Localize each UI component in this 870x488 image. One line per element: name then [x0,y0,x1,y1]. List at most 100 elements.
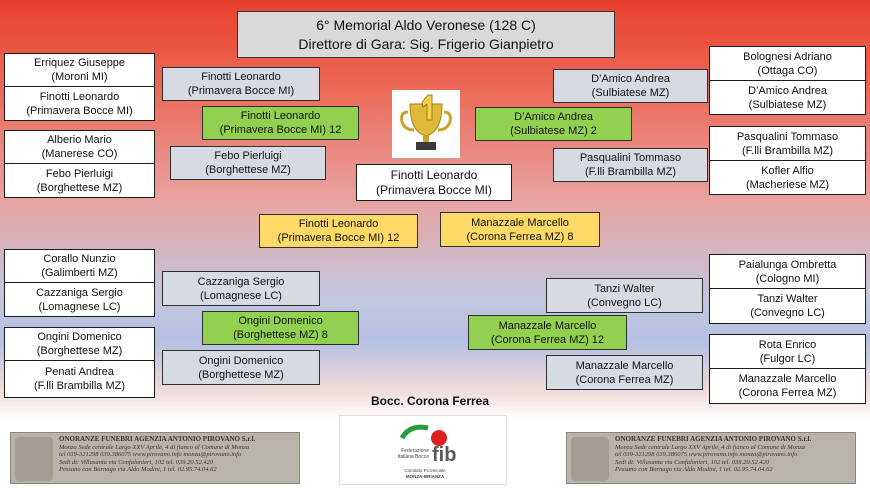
player-club: (F.lli Brambilla MZ) [741,144,834,157]
player-club: (Primavera Bocce MI) [26,104,133,117]
left-r1-slot-1: Erriquez Giuseppe (Moroni MI) [4,53,155,87]
player-club: (Borghettese MZ) [36,345,123,357]
right-r2-slot-3: Tanzi Walter (Convegno LC) [546,278,703,313]
player-name: Manazzale Marcello [738,373,837,385]
sponsor-line: tel 039-321298 039.386075 www.pirovano.i… [59,451,242,459]
player-name: Cazzaniga Sergio [197,275,285,288]
player-club: (Corona Ferrea MZ) [738,387,837,399]
left-qf-winner-2: Ongini Domenico (Borghettese MZ) 8 [202,311,359,345]
player-name: D’Amico Andrea [748,84,827,97]
player-name: Finotti Leonardo [39,90,120,103]
player-club: (Primavera Bocce MI) [187,85,295,97]
right-r1-slot-3: Pasqualini Tommaso (F.lli Brambilla MZ) [709,126,866,161]
left-r1-slot-2: Finotti Leonardo (Primavera Bocce MI) [4,86,155,121]
left-r1-slot-3: Alberio Mario (Manerese CO) [4,130,155,164]
sponsor-line: Pessano con Bornago via Aldo Modini, 1 t… [615,466,773,474]
right-qf-winner-1: D’Amico Andrea (Sulbiatese MZ) 2 [475,107,632,141]
final-slot-right: Manazzale Marcello (Corona Ferrea MZ) 8 [440,212,600,247]
left-qf-winner-1: Finotti Leonardo (Primavera Bocce MI) 12 [202,106,359,140]
right-r1-slot-2: D’Amico Andrea (Sulbiatese MZ) [709,80,866,115]
player-club: (Corona Ferrea MZ) 12 [490,333,605,346]
player-club: (Ottaga CO) [757,64,818,77]
right-r2-slot-1: D’Amico Andrea (Sulbiatese MZ) [553,69,708,103]
player-club: (Moroni MI) [51,71,108,83]
player-name: Finotti Leonardo [298,218,379,230]
player-club: (Corona Ferrea MZ) 8 [466,230,574,243]
race-director: Direttore di Gara: Sig. Frigerio Gianpie… [298,35,554,52]
player-club: (Cologno MI) [755,272,820,285]
fib-committee-line: Comitato Provinciale [404,468,446,473]
right-r1-slot-5: Paialunga Ombretta (Cologno MI) [709,254,866,289]
player-club: (Sulbiatese MZ) [748,98,827,111]
player-name: Ongini Domenico [238,315,323,327]
left-r1-slot-8: Penati Andrea (F.lli Brambilla MZ) [4,360,155,398]
trophy-icon [392,90,460,158]
player-name: Tanzi Walter [757,293,818,305]
player-name: Finotti Leonardo [240,110,321,122]
player-name: D’Amico Andrea [514,111,593,123]
sponsor-title: ONORANZE FUNEBRI AGENZIA ANTONIO PIROVAN… [59,435,256,443]
player-name: Manazzale Marcello [498,319,597,332]
fib-committee: Comitato Provinciale MONZA-BRIANZA [390,468,460,479]
left-r1-slot-7: Ongini Domenico (Borghettese MZ) [4,327,155,361]
player-name: Tanzi Walter [594,282,655,295]
player-name: Penati Andrea [44,366,115,378]
player-club: (Borghettese MZ) [36,181,123,194]
sponsor-ad-right: ONORANZE FUNEBRI AGENZIA ANTONIO PIROVAN… [566,432,856,484]
player-club: (Primavera Bocce MI) 12 [219,124,342,136]
champion-box: Finotti Leonardo (Primavera Bocce MI) [356,164,512,201]
player-name: Erriquez Giuseppe [33,57,126,69]
fib-caption-line: Italiana Bocce [397,454,429,460]
player-club: (Convegno LC) [750,307,825,319]
player-club: (Macheriese MZ) [745,178,830,191]
player-name: Cazzaniga Sergio [36,286,123,299]
player-name: Corallo Nunzio [43,253,116,265]
sponsor-text: ONORANZE FUNEBRI AGENZIA ANTONIO PIROVAN… [615,435,851,474]
sponsor-line: Pessano con Bornago via Aldo Modini, 1 t… [59,466,217,474]
player-club: (Borghettese MZ) [198,368,284,381]
player-club: (Sulbiatese MZ) 2 [510,125,597,137]
player-name: Finotti Leonardo [201,71,281,83]
left-r1-slot-6: Cazzaniga Sergio (Lomagnese LC) [4,282,155,317]
player-club: (Galimberti MZ) [41,267,118,279]
crest-icon [571,437,609,481]
tournament-title: 6° Memorial Aldo Veronese (128 C) [316,16,536,33]
player-club: (Lomagnese LC) [200,289,282,302]
fib-committee-line: MONZA-BRIANZA [405,473,445,479]
sponsor-text: ONORANZE FUNEBRI AGENZIA ANTONIO PIROVAN… [59,435,295,474]
right-r2-slot-2: Pasqualini Tommaso (F.lli Brambilla MZ) [553,148,708,182]
player-club: (Primavera Bocce MI) 12 [277,232,400,244]
sponsor-line: Monza Sede centrale Largo XXV Aprile, 4 … [615,443,805,451]
player-club: (Convegno LC) [587,296,662,309]
right-r1-slot-8: Manazzale Marcello (Corona Ferrea MZ) [709,368,866,404]
player-name: Febo Pierluigi [45,167,114,180]
left-r1-slot-4: Febo Pierluigi (Borghettese MZ) [4,163,155,198]
fib-wordmark: fib [432,444,457,466]
host-club-label: Bocc. Corona Ferrea [370,394,490,408]
player-name: Febo Pierluigi [214,150,282,162]
fib-caption-line: Federazione [401,448,429,454]
player-club: (F.lli Brambilla MZ) [33,380,126,392]
champion-club: (Primavera Bocce MI) [375,182,493,197]
crest-icon [15,437,53,481]
sponsor-ad-left: ONORANZE FUNEBRI AGENZIA ANTONIO PIROVAN… [10,432,300,484]
player-club: (F.lli Brambilla MZ) [584,166,677,178]
left-r2-slot-2: Febo Pierluigi (Borghettese MZ) [170,146,326,180]
sponsor-line: Sedi di: Villasanta via Confalonieri, 10… [59,458,214,466]
left-r2-slot-1: Finotti Leonardo (Primavera Bocce MI) [162,67,320,101]
player-name: Bolognesi Adriano [743,50,832,63]
champion-name: Finotti Leonardo [390,167,478,182]
player-club: (Borghettese MZ) [205,164,291,176]
sponsor-line: Sedi di: Villasanta via Confalonieri, 10… [615,458,770,466]
fib-logo: fib Federazione Italiana Bocce Comitato … [339,415,507,485]
player-name: Rota Enrico [758,338,817,351]
player-club: (Corona Ferrea MZ) [575,373,674,386]
sponsor-line: tel 039-321298 039.386075 www.pirovano.i… [615,451,798,459]
player-name: Paialunga Ombretta [738,258,837,271]
player-name: Pasqualini Tommaso [579,152,682,164]
sponsor-title: ONORANZE FUNEBRI AGENZIA ANTONIO PIROVAN… [615,435,812,443]
fib-caption: Federazione Italiana Bocce [389,448,429,460]
player-name: Ongini Domenico [198,354,284,367]
right-r2-slot-4: Manazzale Marcello (Corona Ferrea MZ) [546,355,703,390]
player-name: Pasqualini Tommaso [736,130,839,143]
